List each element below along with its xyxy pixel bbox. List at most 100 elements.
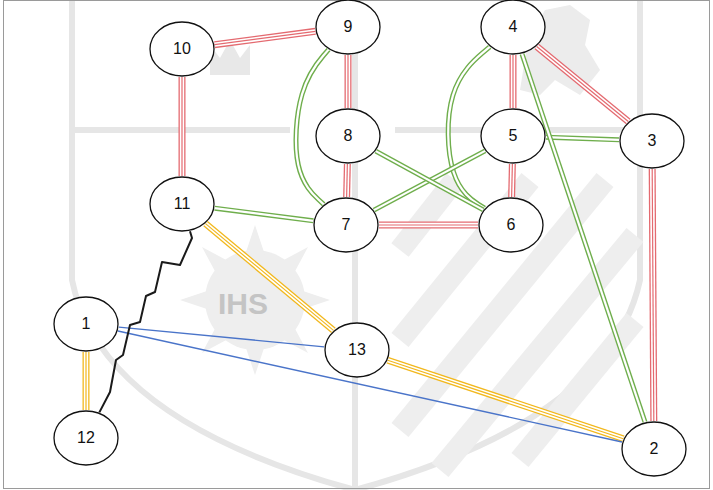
connector-line <box>180 77 184 176</box>
connector <box>513 55 514 108</box>
node-number: 3 <box>648 132 657 150</box>
node-number: 10 <box>173 40 191 58</box>
circle-shape <box>316 109 380 163</box>
connector-line <box>215 31 316 44</box>
node-number: 2 <box>650 440 659 458</box>
connector <box>206 224 334 331</box>
node-circle: 9 <box>315 0 381 55</box>
connector-line <box>346 164 348 197</box>
node-number: 11 <box>174 195 191 213</box>
node-circle: 5 <box>480 108 546 164</box>
node-circle: 3 <box>619 113 685 169</box>
connector-line <box>374 151 485 210</box>
shield-outline <box>72 0 640 490</box>
circle-shape <box>150 177 214 231</box>
connector-line <box>215 31 316 44</box>
connector-line <box>345 55 352 108</box>
connector <box>379 225 478 226</box>
connector-line <box>376 151 483 210</box>
connector-line <box>512 55 513 108</box>
circle-shape <box>481 109 545 163</box>
connector-line <box>84 352 88 410</box>
connector-line <box>511 55 515 108</box>
connector <box>119 327 324 347</box>
connector-line <box>652 169 654 421</box>
connector-line <box>119 327 324 347</box>
connector <box>511 164 513 197</box>
node-circle: 8 <box>315 108 381 164</box>
connector-line <box>510 55 517 108</box>
connector-line <box>379 224 478 225</box>
connector-line <box>537 46 629 121</box>
connector-line <box>179 77 186 176</box>
connector-line <box>388 360 624 439</box>
node-number: 1 <box>82 315 91 333</box>
connector-line <box>546 137 619 140</box>
circle-shape <box>481 0 545 54</box>
connector-line <box>343 164 351 197</box>
connector-line <box>347 55 348 108</box>
node-circle: 12 <box>53 410 119 466</box>
circle-shape <box>150 22 214 76</box>
node-number: 6 <box>507 216 516 234</box>
node-number: 7 <box>342 216 351 234</box>
connector-line <box>215 31 316 44</box>
circle-shape <box>479 198 543 252</box>
circle-shape <box>620 114 684 168</box>
sun-rays <box>180 225 330 375</box>
connector <box>522 54 645 422</box>
connector-line <box>546 137 619 140</box>
circle-shape <box>325 323 389 377</box>
connector-line <box>85 352 86 410</box>
connector <box>546 137 619 140</box>
node-circle: 10 <box>149 21 215 77</box>
connector-line <box>206 224 334 331</box>
circle-shape <box>54 297 118 351</box>
connector-line <box>346 55 350 108</box>
node-number: 13 <box>348 341 366 359</box>
connector <box>374 151 485 210</box>
connector <box>652 169 654 421</box>
shield-edge <box>72 0 640 490</box>
node-circle: 11 <box>149 176 215 232</box>
node-circle: 4 <box>480 0 546 55</box>
connector-line <box>344 164 349 197</box>
circle-shape <box>622 422 686 476</box>
connector-line <box>652 169 654 421</box>
sun-symbol <box>180 225 330 375</box>
connector-line <box>511 164 513 197</box>
connector-line <box>206 224 334 331</box>
connector-line <box>181 77 182 176</box>
connector-line <box>374 151 485 210</box>
connector-line <box>537 46 629 121</box>
connector <box>376 151 483 210</box>
connector <box>182 77 183 176</box>
circle-shape <box>314 198 378 252</box>
node-circle: 2 <box>621 421 687 477</box>
connector <box>537 46 629 121</box>
connector-line <box>379 222 478 229</box>
connector-line <box>379 223 478 227</box>
watermark-text: IHS <box>218 289 268 319</box>
connector <box>348 55 349 108</box>
connector <box>215 208 314 221</box>
connector <box>346 164 348 197</box>
frame <box>4 1 710 489</box>
node-number: 8 <box>344 127 353 145</box>
circle-shape <box>316 0 380 54</box>
connector-line <box>652 169 654 421</box>
connector-line <box>508 164 516 197</box>
connector-line <box>83 352 90 410</box>
connector-line <box>215 208 314 221</box>
node-circle: 13 <box>324 322 390 378</box>
node-number: 12 <box>77 429 95 447</box>
node-number: 9 <box>344 18 353 36</box>
connector-line <box>206 224 334 331</box>
node-number: 4 <box>509 18 518 36</box>
connector-line <box>537 46 629 121</box>
connector <box>388 360 624 439</box>
connector-line <box>388 360 624 439</box>
connector-line <box>509 164 514 197</box>
node-circle: 1 <box>53 296 119 352</box>
